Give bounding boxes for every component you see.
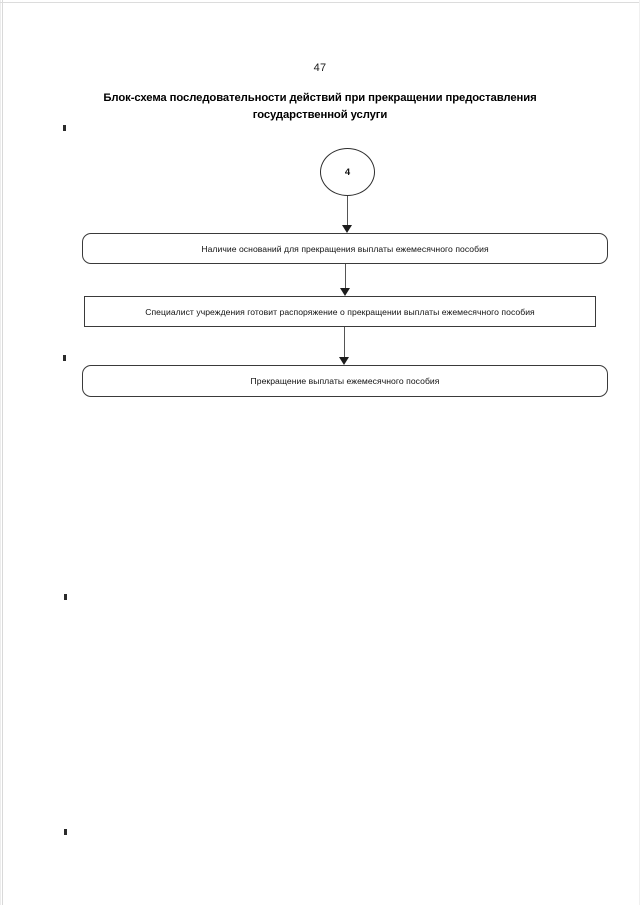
scan-edge-artifact (0, 2, 640, 3)
margin-tick-mark (64, 829, 67, 835)
page-title-line-2: государственной услуги (252, 109, 388, 121)
page-title: Блок-схема последовательности действий п… (88, 90, 552, 124)
connector-line (345, 264, 346, 288)
flowchart-step-2: Специалист учреждения готовит распоряжен… (84, 296, 596, 327)
flowchart-step-2-label: Специалист учреждения готовит распоряжен… (145, 306, 535, 317)
page-title-line-1: Блок-схема последовательности действий п… (103, 92, 537, 104)
flowchart-step-1: Наличие оснований для прекращения выплат… (82, 233, 608, 264)
scan-edge-artifact (0, 0, 1, 905)
connector-line (347, 196, 348, 226)
connector-line (344, 327, 345, 357)
down-arrow-icon (339, 357, 349, 365)
margin-tick-mark (63, 355, 66, 361)
flowchart-step-3-label: Прекращение выплаты ежемесячного пособия (250, 376, 440, 386)
down-arrow-icon (340, 288, 350, 296)
flowchart-start-node: 4 (320, 148, 375, 196)
down-arrow-icon (342, 225, 352, 233)
flowchart-step-1-label: Наличие оснований для прекращения выплат… (201, 243, 489, 254)
flowchart-step-3: Прекращение выплаты ежемесячного пособия (82, 365, 608, 397)
margin-tick-mark (63, 125, 66, 131)
scan-edge-artifact (2, 0, 3, 905)
margin-tick-mark (64, 594, 67, 600)
flowchart-start-node-label: 4 (344, 166, 351, 178)
page-number: 47 (313, 62, 327, 74)
